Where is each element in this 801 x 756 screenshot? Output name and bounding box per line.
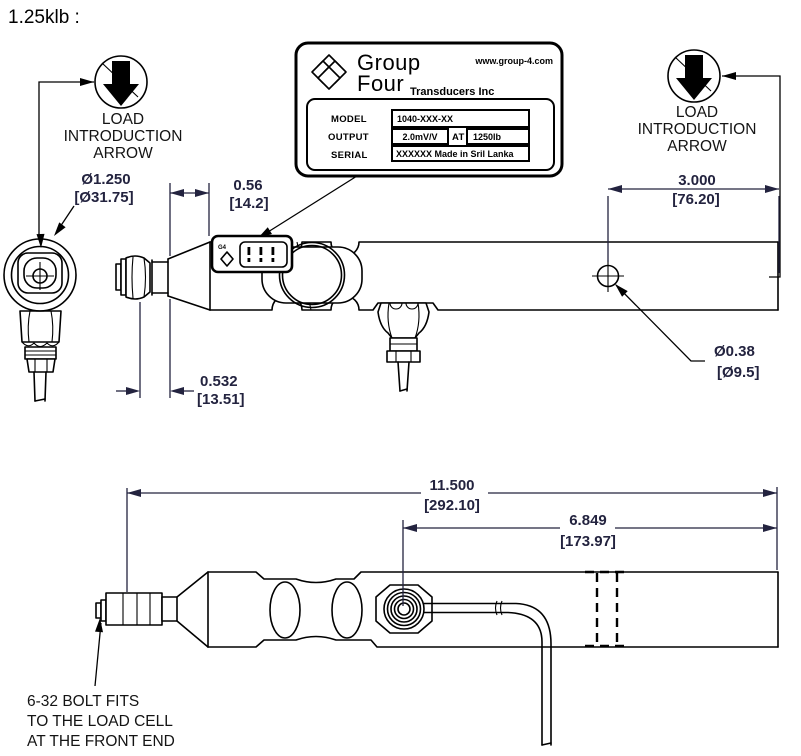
mini-label-marks	[247, 247, 275, 262]
hex-nut-front	[19, 310, 62, 348]
leader-line	[722, 75, 781, 278]
dim-inch: 6.849	[569, 512, 607, 529]
load-arrow-circle	[94, 55, 148, 109]
dim-mm: [Ø9.5]	[717, 364, 760, 381]
left-load-indicator: LOAD INTRODUCTION ARROW	[36, 55, 183, 249]
dim-inch: Ø1.250	[81, 171, 130, 188]
dim-mm: [14.2]	[229, 195, 268, 212]
beam-body	[209, 241, 779, 311]
capacity-value-box	[466, 128, 530, 145]
leader-arrowhead	[80, 78, 94, 86]
neck	[151, 258, 169, 297]
relief-slot-1	[269, 581, 301, 639]
group-four-logo-icon	[311, 54, 347, 90]
dim-mm: [292.10]	[424, 497, 480, 514]
load-label-1: LOAD	[102, 111, 144, 128]
leader-line	[38, 81, 94, 239]
nameplate-leader	[259, 175, 358, 238]
front-view	[3, 238, 77, 402]
brand-tagline: Transducers Inc	[410, 86, 494, 98]
note-line-2: TO THE LOAD CELL	[27, 713, 173, 730]
threaded-stud	[33, 371, 47, 402]
hidden-section-lines	[585, 570, 630, 648]
leader-arrowhead	[722, 72, 736, 80]
page-title: 1.25klb :	[8, 7, 80, 28]
bolt-note: 6-32 BOLT FITS TO THE LOAD CELL AT THE F…	[27, 617, 175, 750]
dim-inch: 0.56	[233, 177, 262, 194]
dim-mm: [76.20]	[672, 191, 720, 208]
note-line-3: AT THE FRONT END	[27, 733, 175, 750]
output-value-box	[391, 128, 449, 145]
dim-inch: 0.532	[200, 373, 238, 390]
note-line-1: 6-32 BOLT FITS	[27, 693, 139, 710]
dim-mm: [13.51]	[197, 391, 245, 408]
dim-hole-position: 3.000 [76.20]	[607, 172, 780, 273]
dim-neck-offset: 0.532 [13.51]	[116, 299, 245, 408]
jam-nut	[26, 358, 56, 373]
dim-mm: [Ø31.75]	[74, 189, 133, 206]
load-label-2: INTRODUCTION	[638, 121, 757, 138]
right-load-indicator: LOAD INTRODUCTION ARROW	[638, 49, 781, 278]
nameplate: Group Four www.group-4.com Transducers I…	[255, 41, 564, 242]
cable-gland-side	[377, 302, 430, 392]
dim-inch: 3.000	[678, 172, 716, 189]
dim-overall-length: 11.500 [292.10]	[126, 477, 778, 592]
model-label: MODEL	[331, 114, 367, 125]
load-label-1: LOAD	[676, 104, 718, 121]
serial-label: SERIAL	[331, 150, 368, 161]
dim-label-position: 0.56 [14.2]	[169, 177, 269, 256]
bottom-view	[95, 570, 779, 746]
cable-gland-top	[375, 584, 433, 634]
model-value-box	[391, 109, 530, 128]
at-label: AT	[452, 132, 465, 143]
front-bolt-top	[95, 592, 178, 626]
sensing-bore-outer	[278, 241, 346, 309]
taper-section	[167, 241, 211, 311]
collar	[24, 346, 57, 360]
model-value: 1040-XXX-XX	[397, 114, 453, 124]
cable	[423, 600, 552, 746]
mini-label-logo-text: G4	[218, 245, 227, 251]
dim-cable-position: 6.849 [173.97]	[402, 512, 777, 606]
mounting-hole	[592, 260, 624, 292]
dim-inch: 11.500	[429, 477, 474, 494]
beam-body-top	[207, 571, 779, 648]
serial-value: XXXXXX Made in Sril Lanka	[396, 149, 515, 159]
website-url: www.group-4.com	[474, 56, 553, 66]
taper-top	[176, 571, 209, 648]
relief-slot-2	[331, 581, 363, 639]
load-label-2: INTRODUCTION	[64, 128, 183, 145]
mini-label-logo-icon	[220, 251, 234, 267]
leader-arrowhead	[50, 222, 66, 239]
load-arrow-circle	[667, 49, 721, 103]
serial-value-box	[391, 145, 530, 162]
brand-name-bottom: Four	[357, 71, 404, 96]
load-label-3: ARROW	[93, 145, 153, 162]
sensing-bore-inner	[281, 244, 343, 306]
dim-inch: Ø0.38	[714, 343, 755, 360]
output-label: OUTPUT	[328, 132, 369, 143]
dim-mm: [173.97]	[560, 533, 616, 550]
side-view: G4	[115, 234, 779, 392]
output-value: 2.0mV/V	[402, 132, 437, 142]
front-bolt	[115, 255, 151, 300]
load-label-3: ARROW	[667, 138, 727, 155]
inner-ring	[10, 245, 70, 305]
load-down-arrow-icon	[103, 61, 139, 106]
dim-hole-diameter: Ø0.38 [Ø9.5]	[612, 281, 760, 381]
capacity-value: 1250lb	[473, 132, 502, 142]
brand-name-top: Group	[357, 50, 421, 75]
device-mini-label: G4	[210, 234, 294, 274]
dim-boss-diameter: Ø1.250 [Ø31.75]	[50, 171, 134, 239]
load-down-arrow-icon	[676, 55, 712, 100]
